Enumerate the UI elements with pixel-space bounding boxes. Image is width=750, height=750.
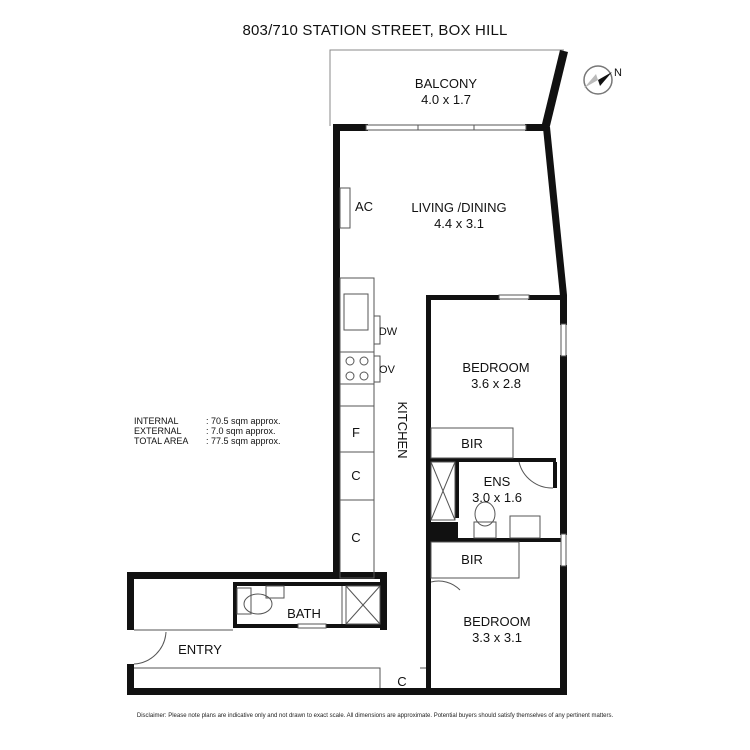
bedroom1-label: BEDROOM	[462, 360, 529, 375]
area-value: : 70.5 sqm approx.	[206, 416, 281, 426]
area-value: : 7.0 sqm approx.	[206, 426, 276, 436]
compass-north-label: N	[614, 67, 622, 79]
balcony	[329, 49, 568, 130]
bir-label: BIR	[461, 552, 483, 567]
windows	[297, 124, 567, 629]
area-label: INTERNAL	[134, 416, 179, 426]
cupboard-label: C	[351, 530, 360, 545]
ac-label: AC	[355, 199, 373, 214]
area-label: EXTERNAL	[134, 426, 182, 436]
cupboard-label: C	[351, 468, 360, 483]
compass-icon: N	[583, 65, 622, 95]
balcony-label: BALCONY	[415, 76, 477, 91]
kitchen-label: KITCHEN	[395, 401, 410, 458]
balcony-dims: 4.0 x 1.7	[421, 92, 471, 107]
bedroom1-dims: 3.6 x 2.8	[471, 376, 521, 391]
disclaimer: Disclaimer: Please note plans are indica…	[136, 713, 614, 719]
area-summary: INTERNAL : 70.5 sqm approx. EXTERNAL : 7.0…	[134, 416, 281, 446]
cupboard-label: C	[397, 674, 406, 689]
bedroom2-label: BEDROOM	[463, 614, 530, 629]
area-label: TOTAL AREA	[134, 436, 189, 446]
area-value: : 77.5 sqm approx.	[206, 436, 281, 446]
dw-label: DW	[379, 326, 398, 338]
bath-label: BATH	[287, 606, 321, 621]
living-dims: 4.4 x 3.1	[434, 216, 484, 231]
ens-dims: 3.0 x 1.6	[472, 490, 522, 505]
fridge-label: F	[352, 425, 360, 440]
bir-label: BIR	[461, 436, 483, 451]
ens-label: ENS	[484, 474, 511, 489]
bedroom2-dims: 3.3 x 3.1	[472, 630, 522, 645]
plan-title: 803/710 STATION STREET, BOX HILL	[242, 22, 508, 39]
ov-label: OV	[379, 364, 396, 376]
walls	[127, 124, 567, 695]
living-label: LIVING /DINING	[411, 200, 506, 215]
fixtures	[133, 187, 554, 688]
entry-label: ENTRY	[178, 642, 222, 657]
